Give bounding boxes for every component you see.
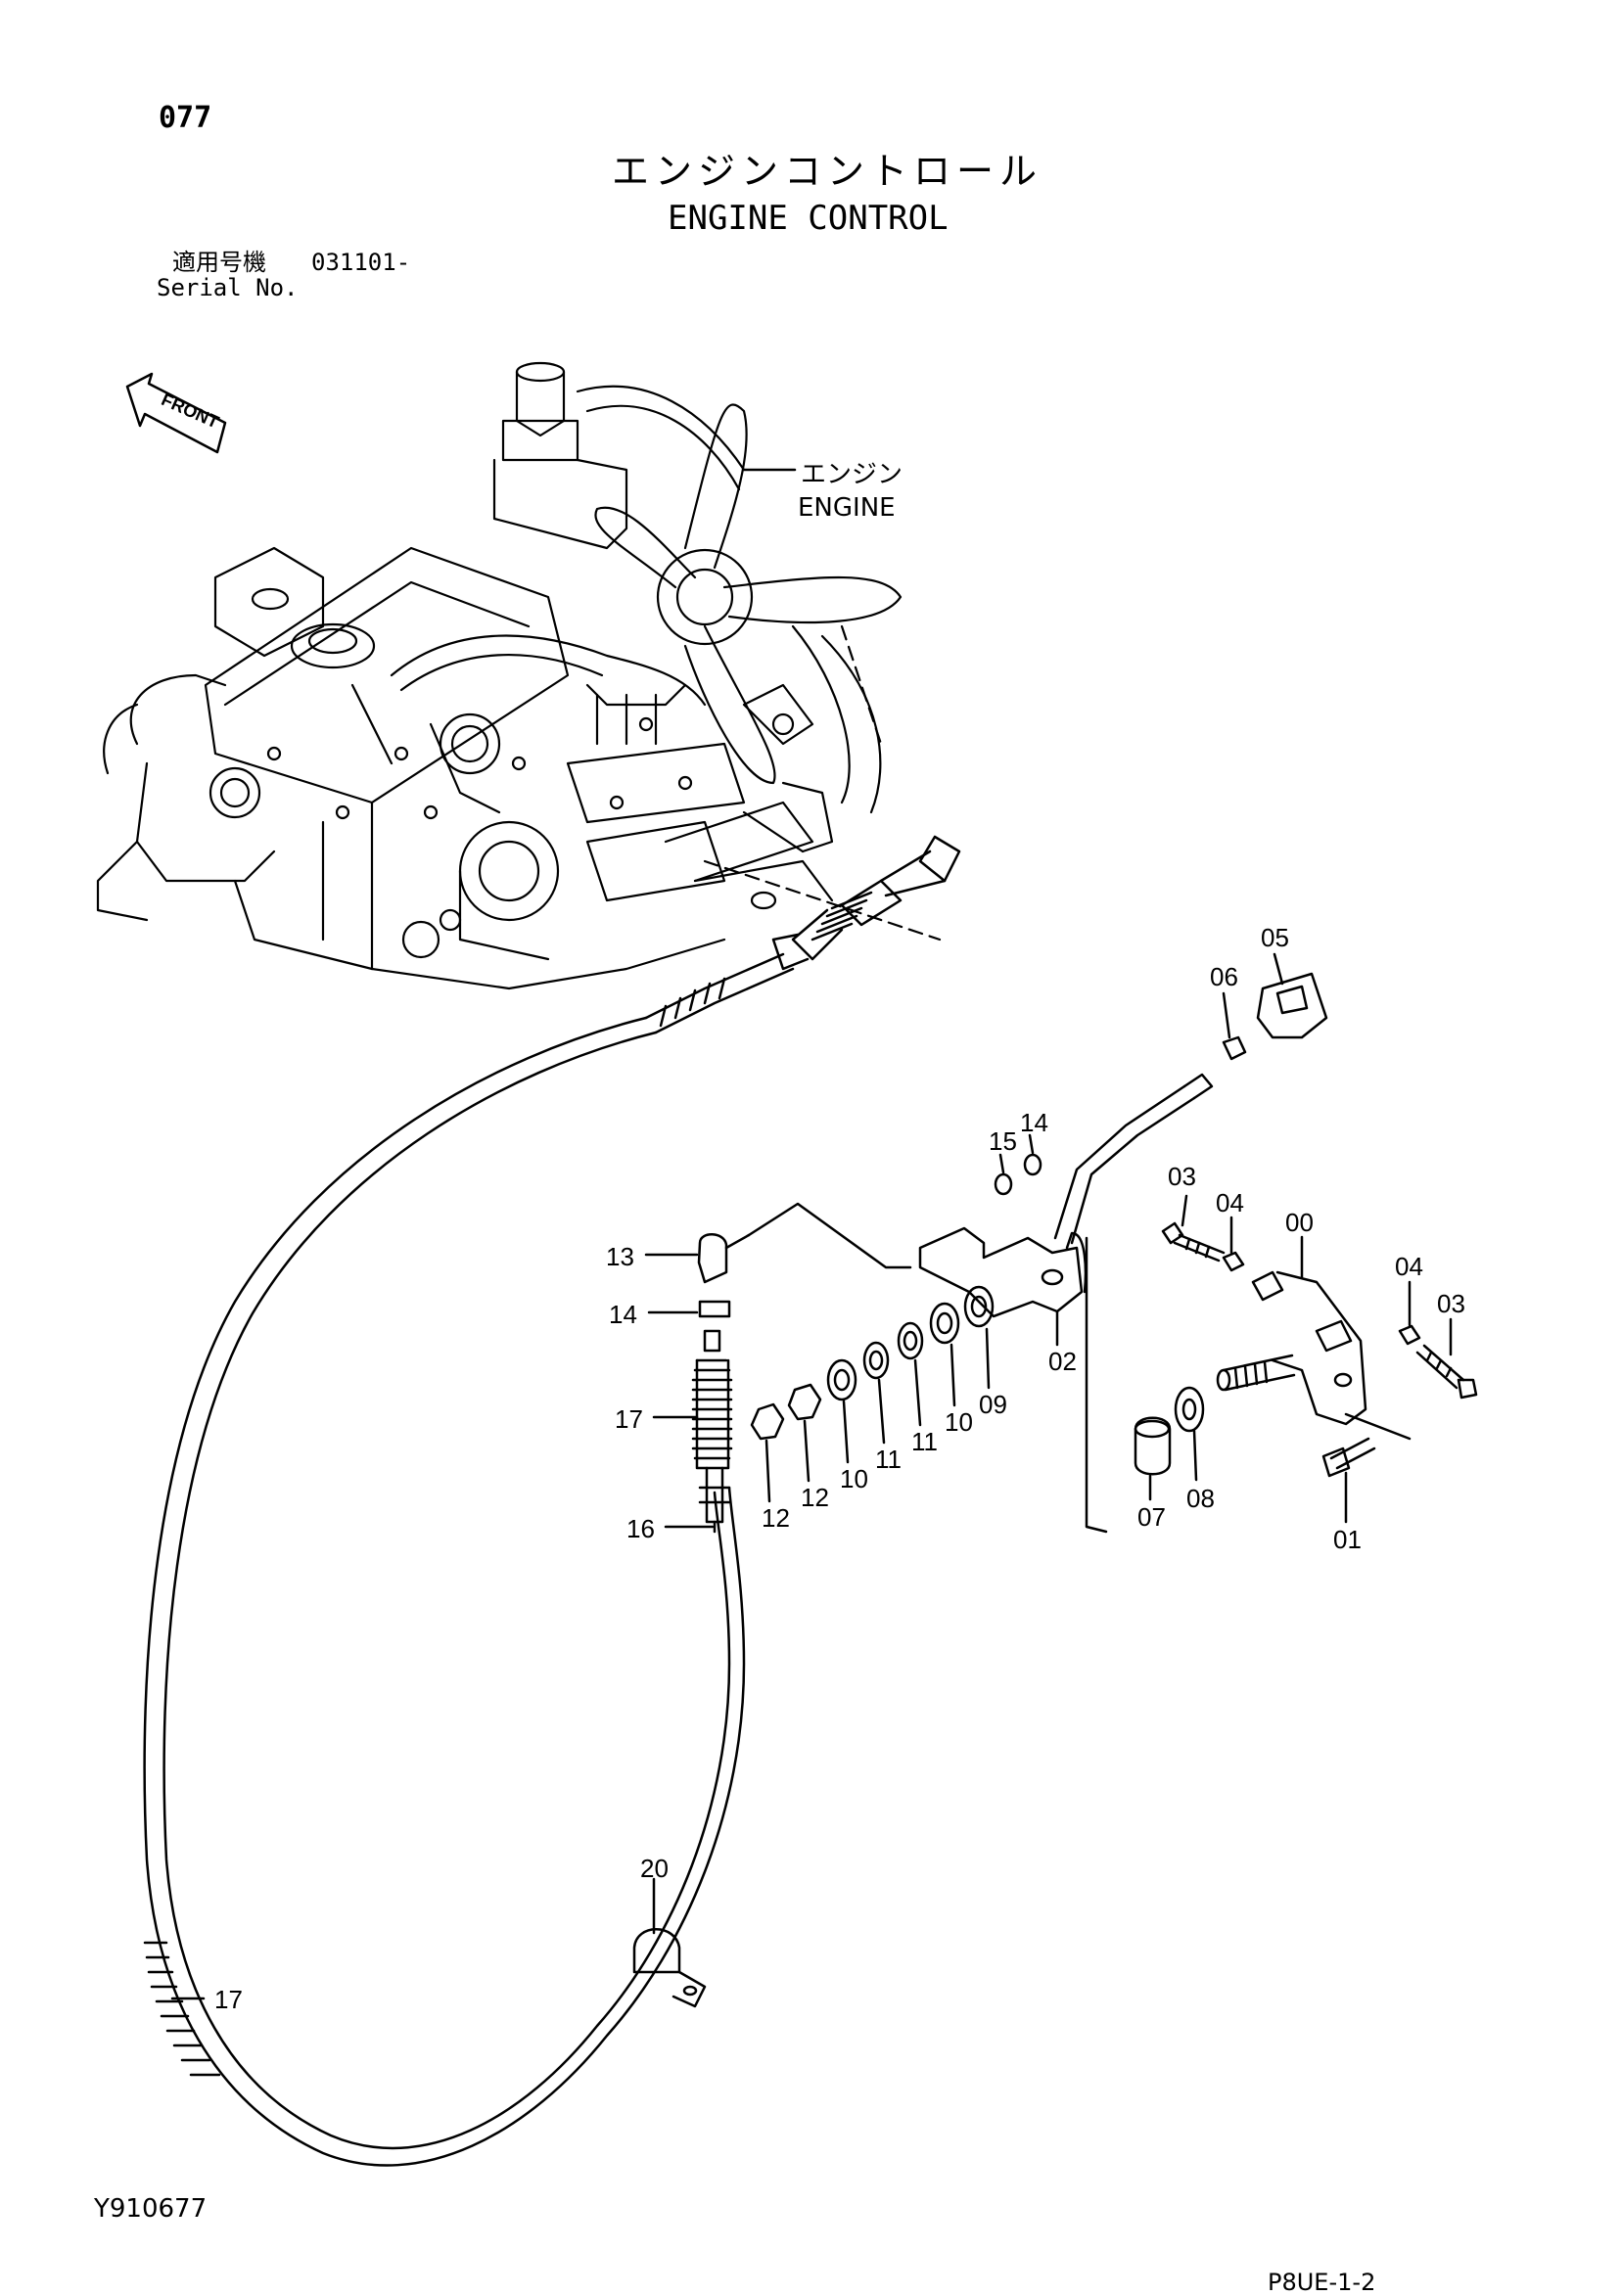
callout-20: 20 bbox=[640, 1854, 669, 1883]
document-id: Y910677 bbox=[94, 2194, 208, 2224]
cable-lever-end bbox=[691, 1233, 751, 1534]
callout-07: 07 bbox=[1137, 1502, 1166, 1532]
page-title-en: ENGINE CONTROL bbox=[668, 199, 949, 238]
lever-assembly bbox=[918, 972, 1328, 1534]
serial-label-jp: 適用号機 bbox=[172, 249, 266, 276]
leader-12-left bbox=[764, 1439, 771, 1503]
leader-03-left bbox=[1181, 1194, 1188, 1227]
stopper-bracket bbox=[1134, 1221, 1478, 1478]
leader-09 bbox=[985, 1327, 991, 1390]
callout-02: 02 bbox=[1048, 1347, 1077, 1376]
leader-14-top bbox=[1028, 1133, 1035, 1155]
callout-03-left: 03 bbox=[1168, 1162, 1196, 1191]
callout-16: 16 bbox=[626, 1514, 655, 1543]
callout-12-left: 12 bbox=[762, 1503, 790, 1533]
leader-11-right bbox=[913, 1358, 922, 1427]
callout-04-left: 04 bbox=[1216, 1188, 1244, 1217]
callout-14-left: 14 bbox=[609, 1300, 637, 1329]
callout-08: 08 bbox=[1186, 1484, 1215, 1513]
callout-15: 15 bbox=[989, 1126, 1017, 1156]
leader-15 bbox=[998, 1153, 1005, 1174]
engine-drawing bbox=[96, 361, 942, 990]
page-title-jp: エンジンコントロール bbox=[612, 150, 1043, 193]
front-arrow-icon: FRONT bbox=[125, 372, 227, 454]
cable-engine-end bbox=[771, 835, 961, 971]
callout-14-top: 14 bbox=[1020, 1108, 1048, 1137]
control-cable bbox=[143, 952, 795, 2167]
leader-11-left bbox=[877, 1378, 886, 1445]
leader-05 bbox=[1273, 952, 1284, 986]
washer-stack bbox=[750, 1285, 995, 1441]
callout-01: 01 bbox=[1333, 1525, 1362, 1554]
callout-10-left: 10 bbox=[840, 1464, 868, 1493]
callout-10-right: 10 bbox=[945, 1407, 973, 1437]
link-line bbox=[747, 1202, 912, 1269]
leader-12-right bbox=[803, 1419, 810, 1483]
page-code: P8UE-1-2 bbox=[1268, 2269, 1376, 2296]
callout-11-left: 11 bbox=[875, 1445, 902, 1474]
leader-08 bbox=[1192, 1429, 1198, 1482]
leader-10-left bbox=[842, 1400, 850, 1464]
callout-05: 05 bbox=[1261, 923, 1289, 952]
callout-17-lower: 17 bbox=[214, 1985, 243, 2014]
callout-13: 13 bbox=[606, 1242, 634, 1271]
leader-06 bbox=[1222, 991, 1231, 1039]
callout-17-upper: 17 bbox=[615, 1404, 643, 1434]
cable-clamp bbox=[632, 1877, 707, 2008]
serial-label-en: Serial No. bbox=[157, 274, 299, 301]
engine-label-en: ENGINE bbox=[798, 493, 896, 523]
leader-10-right bbox=[949, 1343, 956, 1407]
callout-12-right: 12 bbox=[801, 1483, 829, 1512]
callout-04-right: 04 bbox=[1395, 1252, 1423, 1281]
callout-00: 00 bbox=[1285, 1208, 1314, 1237]
engine-label-jp: エンジン bbox=[801, 460, 903, 489]
callout-06: 06 bbox=[1210, 962, 1238, 991]
serial-value: 031101- bbox=[311, 249, 411, 276]
callout-11-right: 11 bbox=[911, 1427, 938, 1456]
callout-03-right: 03 bbox=[1437, 1289, 1465, 1318]
callout-09: 09 bbox=[979, 1390, 1007, 1419]
page-number: 077 bbox=[159, 101, 212, 135]
